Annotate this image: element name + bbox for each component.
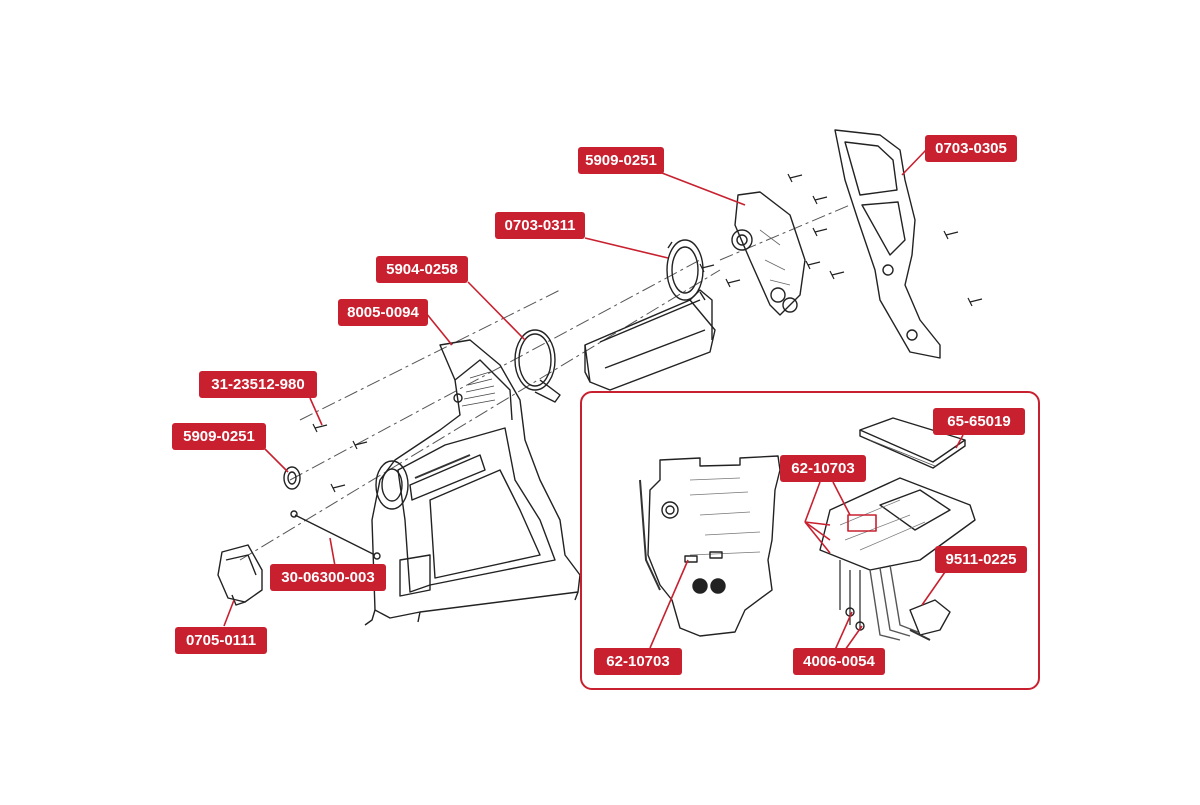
part-label-0703-0305: 0703-0305 bbox=[925, 135, 1017, 162]
probe-wire-part bbox=[290, 510, 381, 560]
leader-lines bbox=[223, 148, 964, 651]
handle-housing-part bbox=[364, 339, 581, 626]
barrel-tube-part bbox=[584, 289, 716, 391]
end-cap-part bbox=[217, 544, 263, 606]
part-label-30-06300-003: 30-06300-003 bbox=[270, 564, 386, 591]
handle-vent-grille bbox=[461, 371, 496, 407]
assembly-axis-lines bbox=[239, 204, 851, 561]
top-pcb-part bbox=[731, 191, 806, 316]
front-cover-part bbox=[834, 129, 941, 359]
inset-lcd-part bbox=[859, 417, 966, 469]
part-label-5909-0251-left: 5909-0251 bbox=[172, 423, 266, 450]
part-label-31-23512-980: 31-23512-980 bbox=[199, 371, 317, 398]
part-label-0705-0111: 0705-0111 bbox=[175, 627, 267, 654]
part-label-5904-0258: 5904-0258 bbox=[376, 256, 468, 283]
part-label-62-10703-flat: 62-10703 bbox=[594, 648, 682, 675]
detail-inset-frame bbox=[580, 391, 1040, 690]
part-label-65-65019: 65-65019 bbox=[933, 408, 1025, 435]
part-label-5909-0251-top: 5909-0251 bbox=[578, 147, 664, 174]
nut-part bbox=[283, 466, 301, 490]
part-label-4006-0054: 4006-0054 bbox=[793, 648, 885, 675]
part-label-9511-0225: 9511-0225 bbox=[935, 546, 1027, 573]
part-label-62-10703-angled: 62-10703 bbox=[780, 455, 866, 482]
part-label-0703-0311: 0703-0311 bbox=[495, 212, 585, 239]
seal-ring-part bbox=[514, 329, 561, 403]
part-label-8005-0094: 8005-0094 bbox=[338, 299, 428, 326]
screws bbox=[312, 173, 983, 493]
inset-pcb-flat bbox=[639, 455, 781, 637]
